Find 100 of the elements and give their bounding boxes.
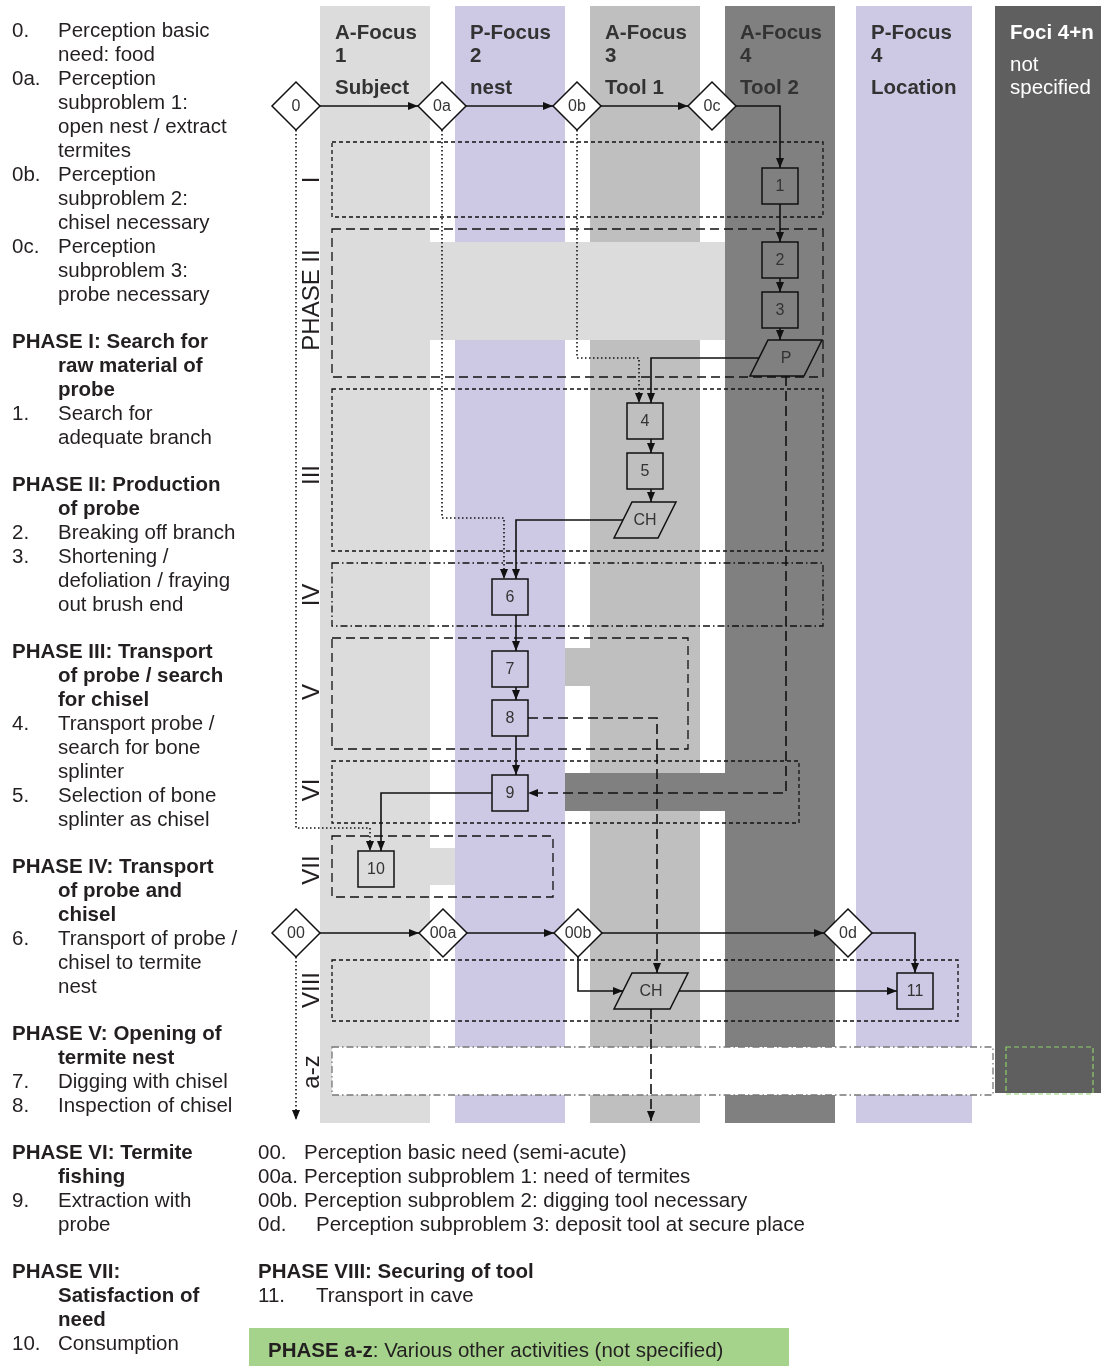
item-description: Inspection of chisel (58, 1093, 234, 1117)
arrow (678, 987, 898, 995)
phase-heading: PHASE VII: Satisfaction of need (12, 1259, 201, 1331)
phase-heading: PHASE III: Transport of probe / search for chisel (12, 639, 225, 711)
phase-heading: PHASE VI: Termite fishing (12, 1140, 194, 1188)
step-label: 1 (775, 177, 785, 195)
item-description: Extraction with probe (58, 1188, 193, 1236)
lane-subtitle: nest (470, 75, 514, 98)
arrow (776, 203, 784, 243)
phase-label: PHASE II (299, 249, 323, 351)
step-label: 0c (703, 97, 721, 115)
note-banner: PHASE a-z: Various other activities (not specified) (249, 1328, 789, 1366)
data-parallelogram (614, 502, 676, 538)
item-description: Digging with chisel (58, 1069, 229, 1093)
lane-title: A-Focus 3 (605, 20, 688, 66)
process-box (492, 700, 528, 736)
item-description: Perception subproblem 1: need of termites (304, 1164, 691, 1188)
step-label: 00 (287, 924, 305, 942)
decision-diamond (419, 909, 467, 957)
arrow (776, 277, 784, 293)
item-description: Shortening / defoliation / fraying out brush end (58, 544, 232, 616)
item-description: Perception subproblem 3: probe necessary (58, 234, 211, 306)
process-box (762, 242, 798, 278)
step-label: CH (633, 511, 657, 529)
item-description: Selection of bone splinter as chisel (58, 783, 218, 831)
phase-label: III (299, 465, 323, 485)
process-box (762, 168, 798, 204)
arrow (871, 932, 919, 974)
arrow (292, 956, 300, 1121)
item-number: 2. (12, 520, 31, 544)
item-number: 11. (258, 1283, 286, 1307)
item-number: 0d. (258, 1212, 288, 1236)
item-description: Perception subproblem 2: chisel necessary (58, 162, 211, 234)
arrow (319, 929, 420, 937)
item-description: Transport of probe / chisel to termite nest (58, 926, 238, 998)
item-number: 3. (12, 544, 31, 569)
item-description: Perception subproblem 2: digging tool necessary (304, 1188, 748, 1212)
lane-title: A-Focus 1 (335, 20, 418, 66)
item-number: 7. (12, 1069, 31, 1093)
step-label: 6 (505, 588, 515, 606)
arrow (576, 129, 643, 404)
decision-diamond (554, 909, 602, 957)
lane-subtitle: Subject (335, 75, 411, 98)
data-parallelogram (750, 340, 822, 376)
lane-subtitle: not specified (1010, 52, 1092, 98)
arrow (512, 614, 520, 652)
step-label: 00a (429, 924, 457, 942)
decision-diamond (824, 909, 872, 957)
arrow (319, 102, 419, 110)
phase-heading: PHASE II: Production of probe (12, 472, 222, 520)
process-box (627, 403, 663, 439)
arrow (512, 735, 520, 776)
arrow (465, 102, 554, 110)
arrow (600, 102, 689, 110)
phase-label: IV (299, 583, 323, 607)
phase-label: VIII (299, 972, 323, 1008)
arrow (527, 375, 787, 797)
process-box (897, 973, 933, 1009)
arrow (601, 929, 825, 937)
item-number: 0a. (12, 66, 42, 91)
process-box (358, 851, 394, 887)
phase-label: VII (299, 855, 323, 885)
phase-heading: PHASE VIII: Securing of tool (258, 1259, 535, 1283)
lane-subtitle: Tool 2 (740, 75, 800, 98)
step-label: 10 (367, 860, 385, 878)
step-label: 0d (839, 924, 857, 942)
step-label: 00b (564, 924, 592, 942)
decision-diamond (272, 82, 320, 130)
phase-label: V (299, 684, 323, 700)
item-number: 5. (12, 783, 31, 808)
lane-title: Foci 4+n (1010, 20, 1095, 43)
decision-diamond (553, 82, 601, 130)
item-number: 0. (12, 18, 31, 43)
item-number: 00a. (258, 1164, 299, 1188)
item-description: Perception basic need: food (58, 18, 211, 66)
step-label: 11 (906, 982, 924, 1000)
arrow (441, 129, 508, 580)
phase-label: VI (299, 778, 323, 802)
arrow (647, 357, 760, 404)
arrow (512, 686, 520, 701)
decision-diamond (272, 909, 320, 957)
process-box (762, 292, 798, 328)
process-box (492, 775, 528, 811)
phase-heading: PHASE I: Search for raw material of probe (12, 329, 209, 401)
step-label: CH (639, 982, 663, 1000)
arrow (647, 1008, 655, 1122)
arrow (377, 792, 493, 852)
step-label: P (780, 349, 792, 367)
lane-subtitle: Location (871, 75, 958, 98)
lane-title: P-Focus 4 (871, 20, 953, 66)
lane-subtitle: Tool 1 (605, 75, 665, 98)
data-parallelogram (614, 973, 688, 1009)
item-number: 0b. (12, 162, 42, 187)
item-number: 1. (12, 401, 31, 426)
arrow (577, 956, 624, 995)
item-number: 6. (12, 926, 31, 951)
phase-label: I (299, 176, 323, 184)
step-label: 3 (775, 301, 785, 319)
arrow (647, 488, 655, 503)
phase-heading: PHASE IV: Transport of probe and chisel (12, 854, 215, 926)
